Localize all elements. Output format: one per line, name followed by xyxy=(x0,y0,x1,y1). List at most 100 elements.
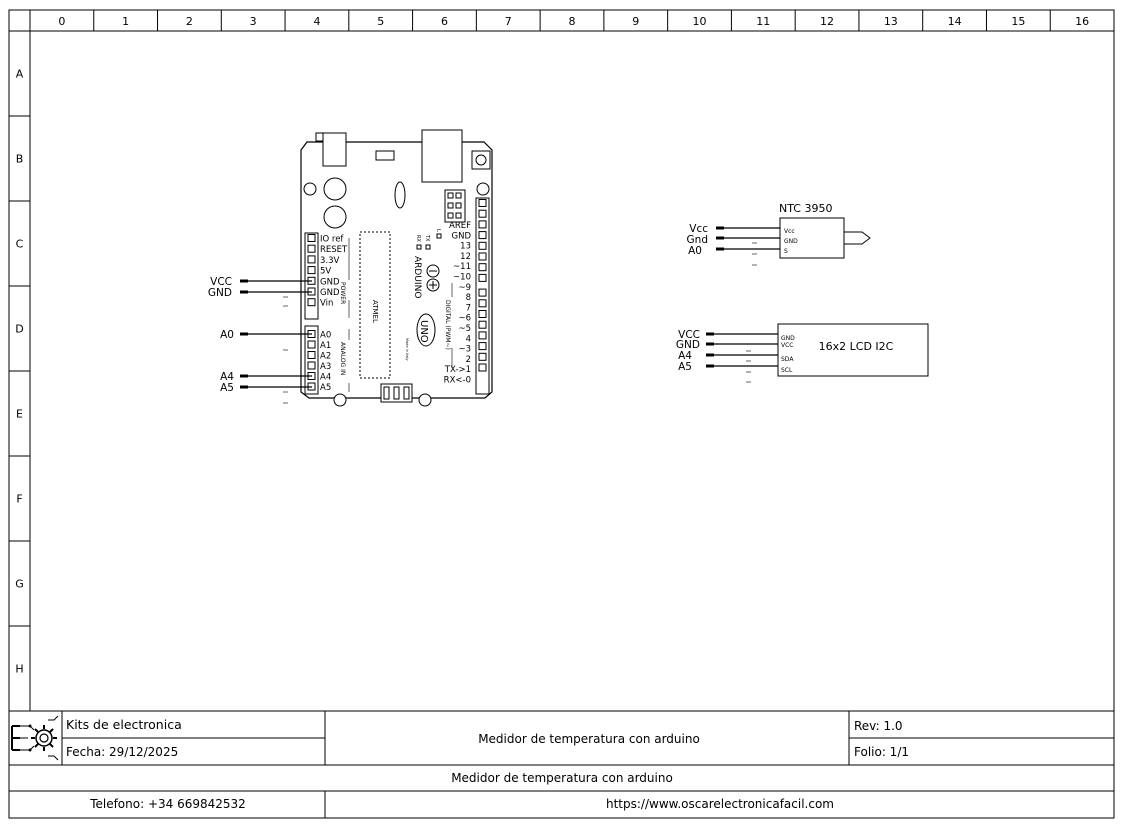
digital-header xyxy=(475,197,490,395)
logo-plus xyxy=(426,278,440,292)
net-label-gnd: GND xyxy=(208,287,232,299)
digital-pin xyxy=(478,363,487,372)
digital-section-label: DIGITAL (PWM~) xyxy=(444,300,451,350)
analog-pin-label: A3 xyxy=(320,362,331,372)
analog-pin-label: A1 xyxy=(320,341,331,351)
power-pin xyxy=(307,298,316,307)
lcd-i2c-module: 16x2 LCD I2C GND VCC SDA SCL VCC GND A4 … xyxy=(676,323,929,383)
digital-pin-label: 4 xyxy=(466,334,471,344)
lcd-net-label: A4 xyxy=(678,350,692,362)
power-pin-label: IO ref xyxy=(320,235,344,245)
uno-oval xyxy=(416,313,436,347)
icsp-header xyxy=(444,189,466,223)
net-label-a5: A5 xyxy=(220,382,234,394)
digital-pin xyxy=(478,263,487,272)
made-in-label: Made in Italy xyxy=(405,338,409,361)
mounting-hole xyxy=(476,182,490,196)
power-pin-label: RESET xyxy=(320,245,348,255)
date-field: Fecha: 29/12/2025 xyxy=(66,745,178,759)
power-pin xyxy=(307,234,316,242)
power-pin-label: 5V xyxy=(320,267,331,277)
analog-pin-label: A2 xyxy=(320,352,331,362)
led-l xyxy=(436,233,442,239)
net-label-a4: A4 xyxy=(220,371,234,383)
led-label: RX xyxy=(415,235,421,242)
reset-button xyxy=(471,150,491,170)
power-pin xyxy=(307,266,316,275)
lcd-net-label: VCC xyxy=(678,329,700,341)
column-label: 5 xyxy=(377,15,384,28)
arduino-uno-board: ATMEL L TX RX ARDUINO UNO Made in Italy … xyxy=(300,129,493,407)
lcd-net-label: A5 xyxy=(678,361,692,373)
digital-pin xyxy=(478,220,487,229)
ntc-pin-label: GND xyxy=(784,238,798,245)
row-label: A xyxy=(16,68,24,81)
led-rx xyxy=(416,244,422,250)
ntc-probe xyxy=(844,231,871,245)
company-name: Kits de electronica xyxy=(66,717,182,732)
column-label: 10 xyxy=(693,15,707,28)
power-pin xyxy=(307,244,316,253)
digital-pin-label: ~10 xyxy=(453,273,471,283)
column-label: 14 xyxy=(948,15,962,28)
digital-pin-label: ~6 xyxy=(458,314,471,324)
column-label: 9 xyxy=(632,15,639,28)
digital-pin-label: ~5 xyxy=(458,324,471,334)
column-label: 7 xyxy=(505,15,512,28)
description-field: Medidor de temperatura con arduino xyxy=(451,771,673,785)
ntc-title: NTC 3950 xyxy=(779,202,832,215)
row-label: E xyxy=(16,408,23,421)
folio-field: Folio: 1/1 xyxy=(854,745,909,759)
mounting-hole xyxy=(418,393,432,407)
column-label: 13 xyxy=(884,15,898,28)
website-link[interactable]: https://www.oscarelectronicafacil.com xyxy=(606,797,834,811)
column-label: 4 xyxy=(313,15,320,28)
row-label: G xyxy=(15,578,24,591)
digital-pin xyxy=(478,252,487,261)
row-label: C xyxy=(16,238,24,251)
led-tx xyxy=(425,244,431,250)
digital-pin-label: ~3 xyxy=(458,345,471,355)
digital-pin-label: 13 xyxy=(460,242,471,252)
column-label: 2 xyxy=(186,15,193,28)
column-label: 1 xyxy=(122,15,129,28)
digital-pin-label: GND xyxy=(452,231,472,241)
analog-header xyxy=(304,325,319,395)
digital-pin xyxy=(478,320,487,329)
lcd-pin-label: VCC xyxy=(781,342,793,349)
ntc-pin-label: S xyxy=(784,248,788,255)
digital-pin-label: 2 xyxy=(466,355,471,365)
analog-pin xyxy=(307,351,316,359)
power-pin xyxy=(307,255,316,264)
wire-ticks xyxy=(283,296,288,404)
lcd-title: 16x2 LCD I2C xyxy=(819,340,894,353)
lcd-pin-label: SCL xyxy=(781,367,793,374)
digital-pin-label: ~11 xyxy=(453,262,471,272)
digital-pin xyxy=(478,342,487,351)
column-label: 3 xyxy=(250,15,257,28)
crystal xyxy=(394,181,406,209)
digital-pin xyxy=(478,299,487,308)
usb-connector xyxy=(421,129,463,183)
net-label-vcc: VCC xyxy=(210,276,232,288)
digital-pin-label: TX->1 xyxy=(444,365,471,375)
digital-pin xyxy=(478,273,487,282)
lcd-box xyxy=(777,323,929,377)
digital-pin xyxy=(478,209,487,218)
led-label: TX xyxy=(424,234,430,242)
digital-pin xyxy=(478,231,487,240)
digital-pin-label: 7 xyxy=(466,303,471,313)
analog-pin-label: A5 xyxy=(320,383,331,393)
row-label: H xyxy=(15,663,23,676)
row-label: D xyxy=(15,323,23,336)
arduino-connections: VCC GND A0 A4 A5 xyxy=(208,276,312,404)
lcd-pin-label: SDA xyxy=(781,356,794,363)
mounting-hole xyxy=(303,182,317,196)
row-label: B xyxy=(16,153,24,166)
digital-pin xyxy=(478,310,487,318)
digital-pin xyxy=(478,288,487,297)
brand-label: ARDUINO xyxy=(412,256,422,298)
ntc-sensor-module: NTC 3950 Vcc GND S Vcc Gnd A0 xyxy=(687,202,871,266)
